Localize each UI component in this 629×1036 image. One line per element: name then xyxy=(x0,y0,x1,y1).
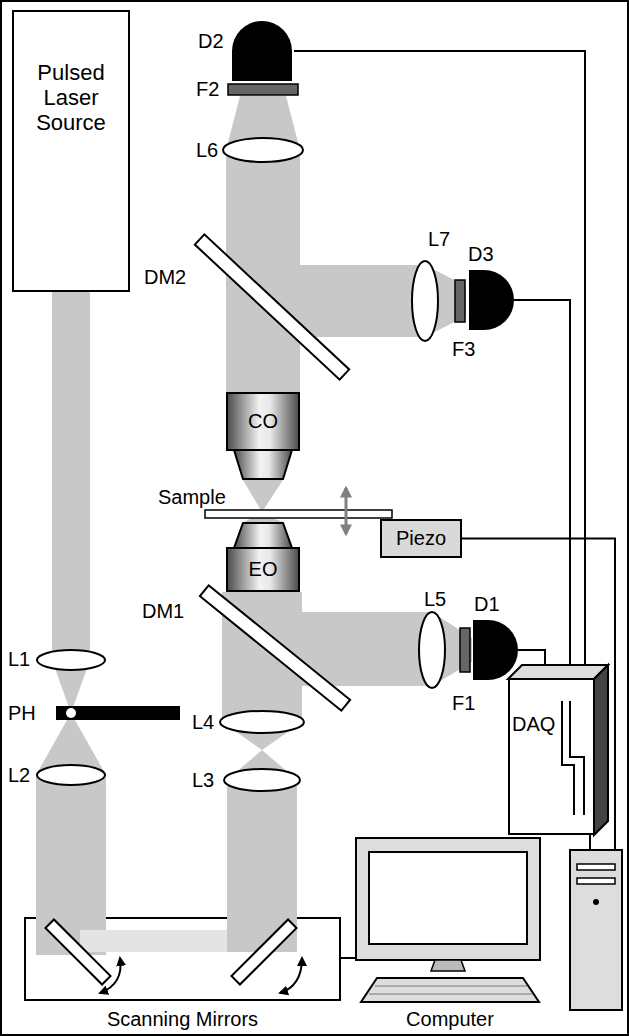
node-label: D1 xyxy=(474,593,500,615)
part-label: PH xyxy=(8,702,36,724)
detector-shape xyxy=(468,268,514,332)
signal-wire xyxy=(340,957,355,959)
part-label: F3 xyxy=(452,338,475,360)
filters xyxy=(228,84,470,672)
collection-objective: CO xyxy=(226,392,300,480)
part-label: L2 xyxy=(8,764,30,786)
computer-shape xyxy=(355,850,625,1030)
signal-wire xyxy=(294,51,585,665)
part-label: DM2 xyxy=(144,266,186,288)
pinhole xyxy=(56,706,180,720)
part-label: L6 xyxy=(196,139,218,161)
piezo-motion-arrow xyxy=(345,488,348,534)
node-label: Computer xyxy=(355,1008,545,1030)
scan-rotation-arrows xyxy=(100,958,302,993)
part-label: L4 xyxy=(192,711,214,733)
node-label: Piezo xyxy=(382,527,460,550)
excitation-objective: EO xyxy=(226,522,300,592)
laser-source-box: Pulsed Laser Source xyxy=(12,10,130,292)
part-label: L3 xyxy=(192,769,214,791)
sample-slide xyxy=(205,510,392,518)
part-label: L1 xyxy=(8,648,30,670)
scanning-mirrors: Scanning Mirrors xyxy=(25,918,340,1030)
part-label: L7 xyxy=(428,228,450,250)
detector-shape xyxy=(472,618,518,682)
node-label: Pulsed Laser Source xyxy=(14,60,128,135)
detector: D1 xyxy=(472,618,518,682)
computer: Computer xyxy=(355,850,625,1030)
part-label: F2 xyxy=(196,78,219,100)
node-label: D3 xyxy=(468,243,494,265)
part-label: F1 xyxy=(452,692,475,714)
dichroic-mirrors xyxy=(195,234,350,710)
node-label: CO xyxy=(226,410,300,432)
scan-mirrors xyxy=(45,919,296,984)
daq-box: DAQ xyxy=(508,665,608,835)
signal-wire xyxy=(514,300,570,665)
node-label: DAQ xyxy=(512,713,555,735)
signal-wire xyxy=(589,835,591,850)
node-label: D2 xyxy=(198,30,224,52)
excitation-objective-shape xyxy=(226,522,300,592)
detector: D3 xyxy=(468,268,514,332)
signal-wire xyxy=(462,539,615,851)
detector: D2 xyxy=(230,20,294,82)
piezo-stage: Piezo xyxy=(380,519,462,558)
part-label: L5 xyxy=(424,588,446,610)
node-label: EO xyxy=(226,558,300,580)
node-label: Scanning Mirrors xyxy=(25,1008,340,1030)
part-label: Sample xyxy=(158,486,226,508)
signal-wire xyxy=(518,650,545,665)
part-label: DM1 xyxy=(142,600,184,622)
collection-objective-shape xyxy=(226,392,300,480)
detector-shape xyxy=(230,20,294,82)
daq-box-shape xyxy=(508,665,608,835)
